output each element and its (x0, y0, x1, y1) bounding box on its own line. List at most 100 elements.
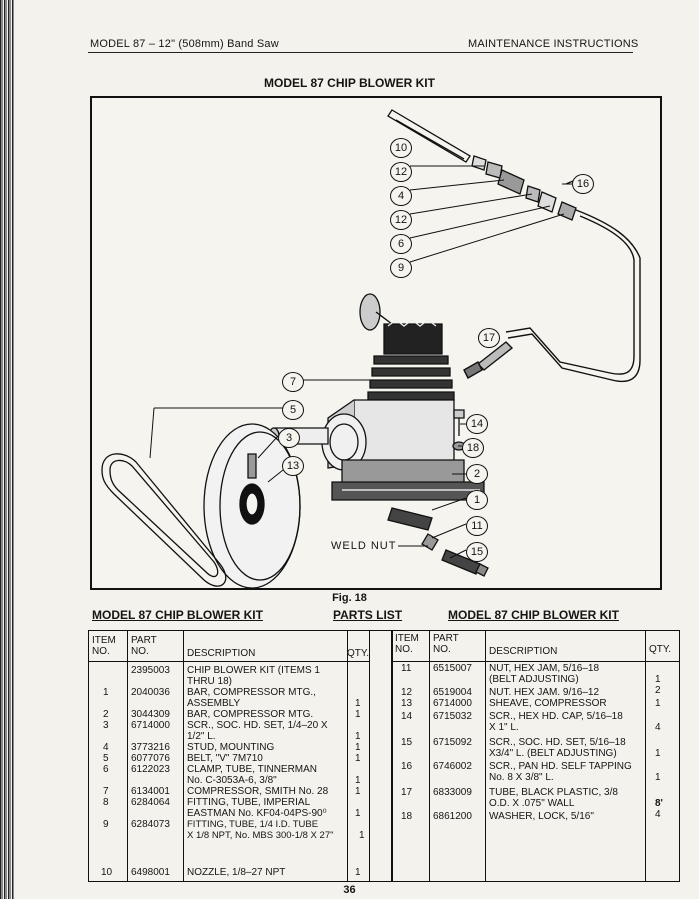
callout-10: 10 (390, 138, 412, 158)
part-description: BAR, COMPRESSOR MTG., ASSEMBLY (187, 687, 316, 709)
part-number: 6833009 (433, 787, 472, 798)
part-number: 6714000 (433, 698, 472, 709)
part-number: 6077076 (131, 753, 170, 764)
part-quantity: 1 (355, 753, 361, 764)
part-quantity: 1 (355, 709, 361, 720)
item-number: 18 (401, 811, 413, 822)
column-rule (127, 631, 128, 881)
sheave-part (203, 423, 301, 588)
callout-11: 11 (466, 516, 488, 536)
part-number: 3044309 (131, 709, 170, 720)
part-number: 6122023 (131, 764, 170, 775)
part-quantity: 4 (655, 809, 661, 820)
column-rule (429, 631, 430, 881)
part-number: 6519004 (433, 687, 472, 698)
part-number: 2040036 (131, 687, 170, 698)
column-rule (645, 631, 646, 881)
part-description: STUD, MOUNTING (187, 742, 275, 753)
header-description: DESCRIPTION (489, 646, 558, 657)
item-number: 9 (103, 819, 109, 830)
parts-list-table: ITEM NO. PART NO. DESCRIPTION QTY. ITEM … (88, 630, 680, 882)
part-quantity: 1 (355, 775, 361, 786)
figure-caption: Fig. 18 (332, 592, 367, 604)
callout-4: 4 (390, 186, 412, 206)
callout-6: 6 (390, 234, 412, 254)
part-quantity: 4 (655, 722, 661, 733)
figure-title: MODEL 87 CHIP BLOWER KIT (264, 76, 435, 90)
header-item-no: ITEM NO. (395, 633, 419, 655)
item-number: 3 (103, 720, 109, 731)
item-number: 16 (401, 761, 413, 772)
part-description: FITTING, TUBE, 1/4 I.D. TUBE X 1/8 NPT, … (187, 819, 334, 841)
mounting-bars-part (331, 481, 489, 577)
header-section-title: MAINTENANCE INSTRUCTIONS (468, 38, 639, 50)
part-description: NUT. HEX JAM. 9/16–12 (489, 687, 600, 698)
part-description: TUBE, BLACK PLASTIC, 3/8 O.D. X .075" WA… (489, 787, 618, 809)
part-quantity: 1 (355, 867, 361, 878)
part-quantity: 1 (655, 772, 661, 783)
part-quantity: 1 (355, 731, 361, 742)
item-number: 2 (103, 709, 109, 720)
part-number: 6284073 (131, 819, 170, 830)
item-number: 17 (401, 787, 413, 798)
callout-5: 5 (282, 400, 304, 420)
callout-3: 3 (278, 428, 300, 448)
part-number: 6284064 (131, 797, 170, 808)
callout-13: 13 (282, 456, 304, 476)
part-number: 6715092 (433, 737, 472, 748)
part-number: 3773216 (131, 742, 170, 753)
callout-18: 18 (462, 438, 484, 458)
part-description: BELT, "V" 7M710 (187, 753, 263, 764)
part-number: 6515007 (433, 663, 472, 674)
part-number: 2395003 (131, 665, 170, 676)
part-quantity: 1 (655, 674, 661, 685)
parts-list-left-title: MODEL 87 CHIP BLOWER KIT (92, 608, 263, 622)
parts-list-right-title: MODEL 87 CHIP BLOWER KIT (448, 608, 619, 622)
callout-12-upper: 12 (390, 162, 412, 182)
callout-17: 17 (478, 328, 500, 348)
item-number: 6 (103, 764, 109, 775)
part-number: 6746002 (433, 761, 472, 772)
item-number: 10 (101, 867, 113, 878)
part-number: 6714000 (131, 720, 170, 731)
header-model-title: MODEL 87 – 12" (508mm) Band Saw (90, 38, 279, 50)
callout-2: 2 (466, 464, 488, 484)
part-quantity: 1 (355, 808, 361, 819)
callout-7: 7 (282, 372, 304, 392)
part-description: SCR., PAN HD. SELF TAPPING No. 8 X 3/8" … (489, 761, 632, 783)
item-number: 13 (401, 698, 413, 709)
table-center-divider (391, 631, 393, 881)
plastic-tube-part (463, 209, 641, 383)
stud-and-nuts-part (471, 155, 581, 221)
item-number: 8 (103, 797, 109, 808)
part-description: SHEAVE, COMPRESSOR (489, 698, 607, 709)
part-quantity: 1 (355, 698, 361, 709)
exploded-view-drawing (101, 109, 641, 588)
part-description: FITTING, TUBE, IMPERIAL EASTMAN No. KF04… (187, 797, 327, 819)
part-description: NOZZLE, 1/8–27 NPT (187, 867, 286, 878)
header-part-no: PART NO. (131, 635, 157, 657)
callout-16: 16 (572, 174, 594, 194)
header-part-no: PART NO. (433, 633, 459, 655)
callout-9: 9 (390, 258, 412, 278)
part-number: 6134001 (131, 786, 170, 797)
part-quantity: 8' (655, 798, 663, 809)
nozzle-part (387, 109, 471, 163)
callout-12-lower: 12 (390, 210, 412, 230)
exploded-view-figure: 10 12 4 12 6 9 16 17 7 5 3 13 14 18 2 1 … (90, 96, 662, 590)
part-quantity: 1 (355, 786, 361, 797)
item-number: 12 (401, 687, 413, 698)
part-description: COMPRESSOR, SMITH No. 28 (187, 786, 329, 797)
column-rule (347, 631, 348, 881)
part-quantity: 1 (359, 830, 365, 841)
item-number: 11 (401, 663, 412, 674)
parts-list-center-title: PARTS LIST (333, 608, 403, 622)
part-description: NUT, HEX JAM, 5/16–18 (BELT ADJUSTING) (489, 663, 600, 685)
callout-1: 1 (466, 490, 488, 510)
header-rule-left (89, 661, 369, 662)
part-description: SCR., SOC. HD. SET, 5/16–18 X3/4" L. (BE… (489, 737, 626, 759)
item-number: 14 (401, 711, 413, 722)
part-number: 6498001 (131, 867, 170, 878)
item-number: 7 (103, 786, 109, 797)
part-number: 6861200 (433, 811, 472, 822)
